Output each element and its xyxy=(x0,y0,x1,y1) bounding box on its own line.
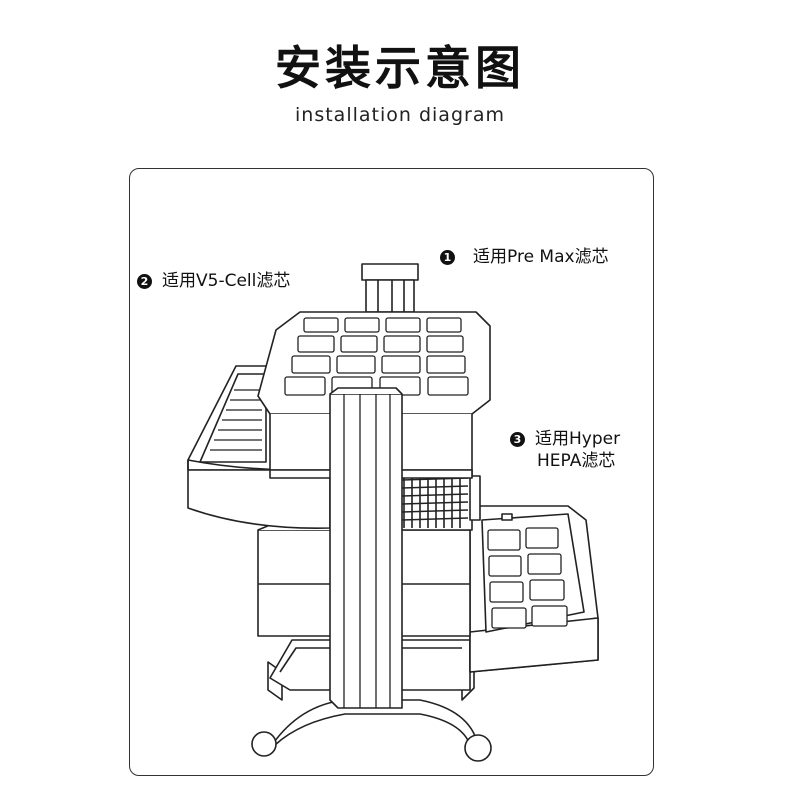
label-pre-max-text: 适用Pre Max滤芯 xyxy=(473,247,609,267)
number-badge-1: 1 xyxy=(440,250,455,265)
right-tray-grid xyxy=(487,527,568,629)
label-pre-max: 1 适用Pre Max滤芯 xyxy=(440,246,609,268)
page-title: 安装示意图 xyxy=(275,41,525,95)
cart-base xyxy=(251,661,492,762)
hepa-grid xyxy=(399,469,481,531)
diagram-frame xyxy=(129,168,654,776)
wheel-left xyxy=(251,731,277,757)
top-handle xyxy=(361,263,419,281)
page-subtitle: installation diagram xyxy=(295,104,505,126)
label-hyper-hepa: 3 适用Hyper HEPA滤芯 xyxy=(510,428,620,472)
wheel-right xyxy=(464,734,492,762)
label-v5-cell: 2 适用V5-Cell滤芯 xyxy=(137,270,290,292)
right-tray-hyper-hepa xyxy=(469,505,599,673)
label-hyper-hepa-line1: 适用Hyper xyxy=(535,429,621,449)
number-badge-3: 3 xyxy=(510,432,525,447)
top-grid xyxy=(284,317,469,396)
label-v5-cell-text: 适用V5-Cell滤芯 xyxy=(162,271,291,291)
label-hyper-hepa-line2: HEPA滤芯 xyxy=(537,451,616,471)
center-column xyxy=(329,387,403,709)
number-badge-2: 2 xyxy=(137,274,152,289)
